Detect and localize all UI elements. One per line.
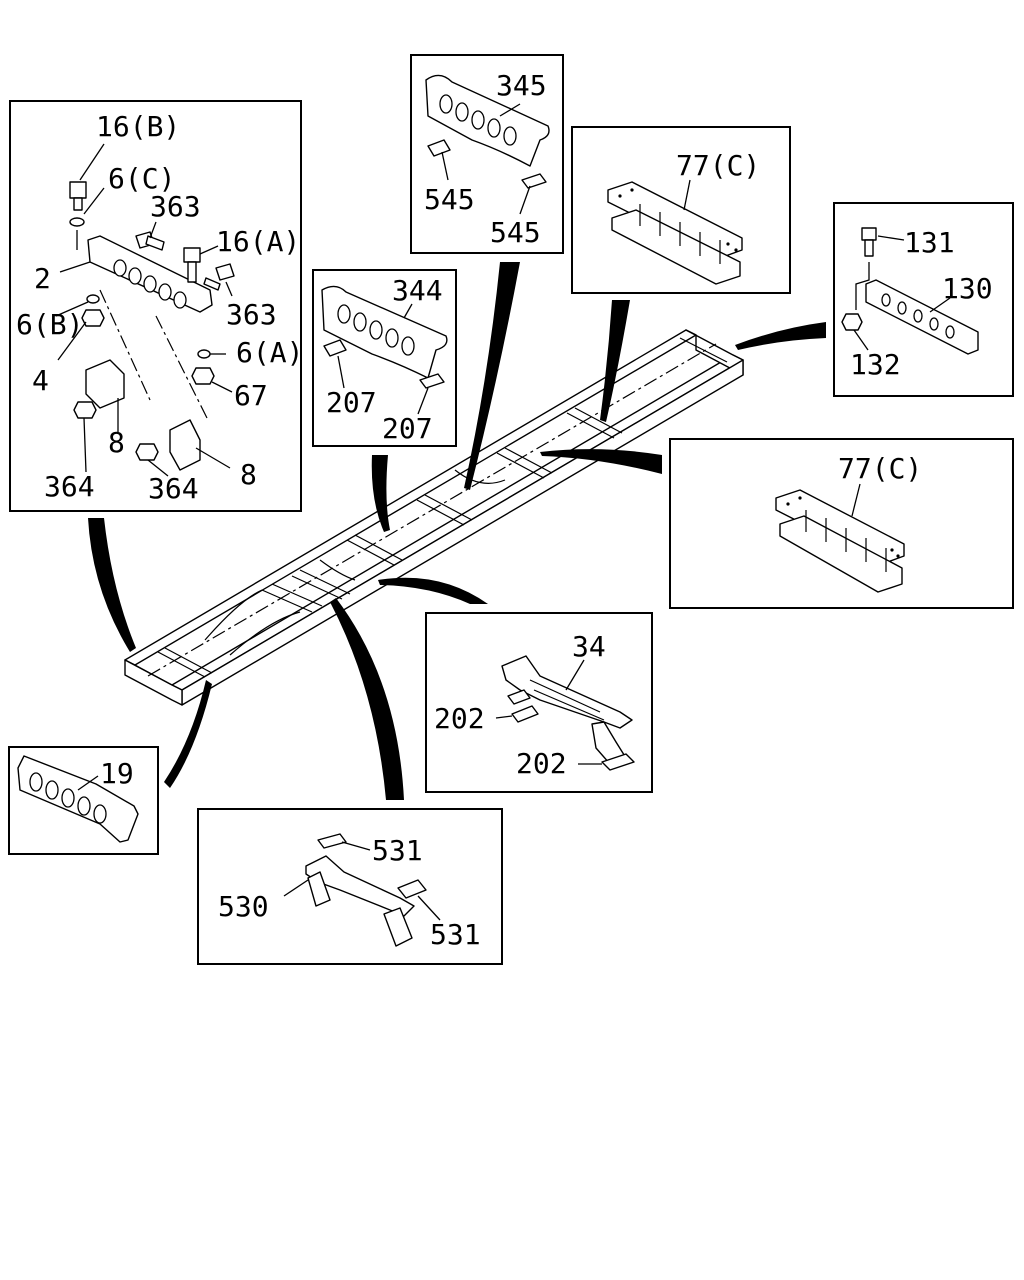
- label-530: 530: [218, 890, 269, 923]
- label-344: 344: [392, 274, 443, 307]
- label-4: 4: [32, 364, 49, 397]
- label-77c-mid: 77(C): [838, 452, 922, 485]
- label-6c: 6(C): [108, 162, 175, 195]
- label-6b: 6(B): [16, 308, 83, 341]
- label-8-left: 8: [108, 426, 125, 459]
- box-bracket-assembly: [9, 100, 302, 512]
- box-crossmember-77c-mid: [669, 438, 1014, 609]
- box-crossmember-344: [312, 269, 457, 447]
- box-crossmember-19: [8, 746, 159, 855]
- label-531-top: 531: [372, 834, 423, 867]
- label-531-bottom: 531: [430, 918, 481, 951]
- label-207-left: 207: [326, 386, 377, 419]
- label-545-left: 545: [424, 183, 475, 216]
- label-67: 67: [234, 379, 268, 412]
- label-207-right: 207: [382, 412, 433, 445]
- label-34: 34: [572, 630, 606, 663]
- box-crossmember-34: [425, 612, 653, 793]
- label-16b: 16(B): [96, 110, 180, 143]
- label-130: 130: [942, 272, 993, 305]
- label-202-right: 202: [516, 747, 567, 780]
- label-132: 132: [850, 348, 901, 381]
- label-77c-top: 77(C): [676, 149, 760, 182]
- label-364-right: 364: [148, 472, 199, 505]
- label-363-lower: 363: [226, 298, 277, 331]
- label-363-upper: 363: [150, 190, 201, 223]
- box-rail-130: [833, 202, 1014, 397]
- label-19: 19: [100, 757, 134, 790]
- label-364-left: 364: [44, 470, 95, 503]
- label-16a: 16(A): [216, 225, 300, 258]
- label-131: 131: [904, 226, 955, 259]
- label-6a: 6(A): [236, 336, 303, 369]
- label-202-left: 202: [434, 702, 485, 735]
- box-crossmember-77c-top: [571, 126, 791, 294]
- label-8-right: 8: [240, 458, 257, 491]
- label-545-right: 545: [490, 216, 541, 249]
- box-crossmember-530: [197, 808, 503, 965]
- box-crossmember-345: [410, 54, 564, 254]
- label-2: 2: [34, 262, 51, 295]
- label-345: 345: [496, 69, 547, 102]
- callout-swooshes: [88, 262, 826, 800]
- main-chassis-frame: [124, 329, 744, 706]
